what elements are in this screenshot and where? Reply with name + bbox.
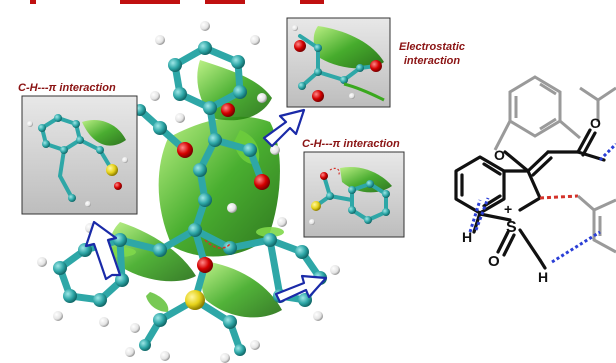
atom-s: S: [506, 219, 517, 236]
arrow-to-right-inset: [274, 274, 328, 304]
grey-aryl-ring: [577, 194, 616, 254]
grey-isopropyl: [579, 86, 616, 122]
label-electrostatic-line2: interaction: [404, 55, 461, 67]
label-ch-pi-left: C-H---π interaction: [18, 82, 116, 94]
arrow-to-left-inset: [84, 220, 122, 281]
molecule-3d: [37, 21, 340, 363]
atom-h-bottom: H: [538, 269, 548, 285]
label-electrostatic-line1: Electrostatic: [399, 41, 465, 53]
atom-o-ester: O: [590, 115, 601, 131]
grey-benzo-ring: [508, 75, 562, 138]
inset-ch-pi-left: [21, 95, 138, 215]
sulfur-atom: [185, 290, 205, 310]
arrow-to-electrostatic-inset: [262, 108, 306, 148]
red-dashed-bond: [539, 194, 579, 200]
inset-ch-pi-right: [303, 151, 405, 238]
inset-electrostatic: [286, 17, 391, 108]
blue-arrows: [84, 108, 328, 304]
red-dash-contact: [204, 239, 231, 249]
hydrogen-atoms: [37, 21, 340, 363]
oxygen-atoms: [177, 103, 270, 273]
charge-plus: +: [504, 201, 512, 217]
structure-2d: O O S + O H H: [454, 75, 616, 285]
atom-h-left: H: [462, 229, 472, 245]
interaction-dashes: [468, 142, 616, 264]
label-ch-pi-right: C-H---π interaction: [302, 138, 400, 150]
black-framework: [454, 128, 606, 270]
atom-o-sulfoxide: O: [488, 253, 500, 270]
atom-o-carbonyl: O: [494, 147, 505, 163]
cropped-title-fragment: [30, 0, 324, 4]
grey-lactone-bonds: [493, 119, 581, 151]
